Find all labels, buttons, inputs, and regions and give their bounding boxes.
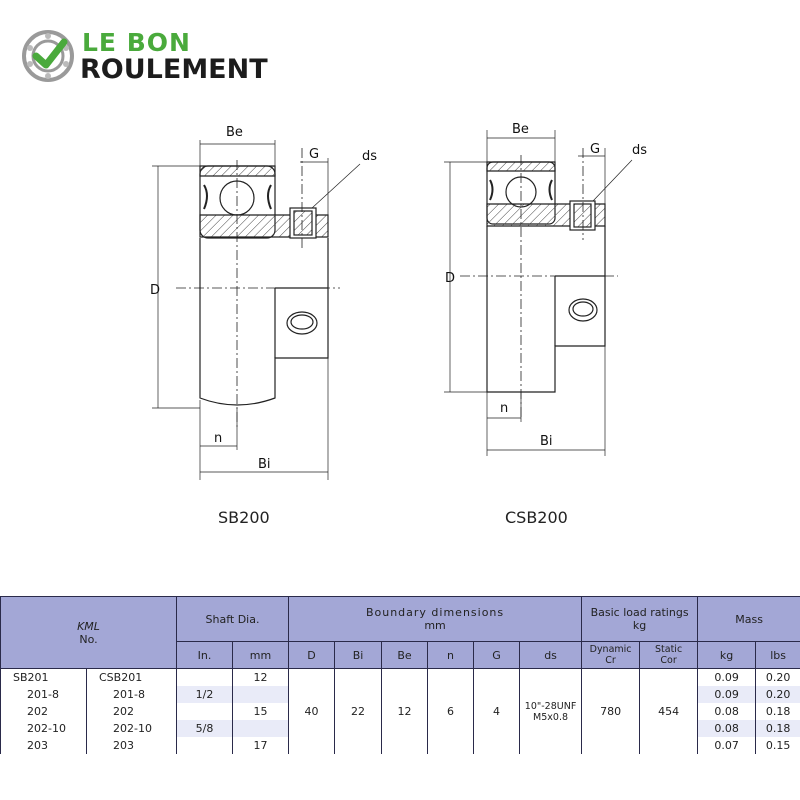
load-label: Basic load ratings	[590, 606, 689, 619]
load-header: Basic load ratings kg	[581, 596, 699, 642]
sb-cell: 203	[0, 737, 87, 754]
ds-metric: M5x0.8	[533, 711, 569, 723]
no-label: No.	[79, 632, 98, 646]
table-row: 202 202 15 0.08 0.18	[0, 703, 800, 720]
technical-drawings: Be G ds D n Bi Be G ds	[150, 122, 647, 480]
bi-cell: 22	[334, 668, 383, 754]
d-cell: 40	[288, 668, 336, 754]
bearing-check-icon	[22, 30, 74, 82]
D-header: D	[288, 641, 336, 669]
n-cell: 6	[427, 668, 475, 754]
sb-cell: SB201	[0, 668, 87, 686]
in-cell	[176, 737, 233, 754]
Bi-header: Bi	[334, 641, 383, 669]
sb200-be-label: Be	[226, 125, 243, 140]
static-header: Static Cor	[639, 641, 699, 669]
csb-cell: 201-8	[86, 686, 177, 703]
sb-cell: 202-10	[0, 720, 87, 737]
cr-label: Cr	[605, 655, 616, 666]
mm-cell	[231, 686, 290, 703]
kml-label: KML	[77, 619, 100, 633]
brand-line2: ROULEMENT	[80, 54, 268, 85]
be-cell: 12	[381, 668, 429, 754]
csb200-bi-label: Bi	[540, 434, 553, 449]
kg-cell: 0.09	[697, 686, 757, 703]
sb200-ds-label: ds	[362, 149, 377, 164]
lbs-cell: 0.20	[755, 686, 800, 703]
csb-cell: 203	[86, 737, 177, 754]
ds-header: ds	[519, 641, 583, 669]
boundary-label: Boundary dimensions	[365, 606, 505, 619]
csb200-ds-label: ds	[632, 143, 647, 158]
g-cell: 4	[473, 668, 521, 754]
lbs-cell: 0.20	[755, 668, 800, 686]
lbs-cell: 0.15	[755, 737, 800, 754]
sb-cell: 202	[0, 703, 87, 720]
csb200-be-label: Be	[512, 122, 529, 137]
in-header: In.	[176, 641, 233, 669]
G-header: G	[473, 641, 521, 669]
table-row: 201-8 201-8 1/2 0.09 0.20	[0, 686, 800, 703]
mass-header: Mass	[697, 596, 800, 642]
in-cell: 1/2	[176, 686, 233, 703]
mm-cell: 15	[231, 703, 290, 720]
kg-header: kg	[697, 641, 757, 669]
boundary-header: Boundary dimensions mm	[288, 596, 583, 642]
csb-cell: CSB201	[86, 668, 177, 686]
static-label: Static	[655, 644, 683, 655]
ds-imperial: 10"-28UNF	[524, 700, 577, 712]
cor-label: Cor	[660, 655, 677, 666]
csb-cell: 202	[86, 703, 177, 720]
kml-no-header: KML No.	[0, 596, 177, 669]
boundary-unit: mm	[424, 619, 446, 632]
kg-cell: 0.07	[697, 737, 757, 754]
kg-cell: 0.08	[697, 720, 757, 737]
csb200-g-label: G	[590, 142, 600, 157]
sb200-bi-label: Bi	[258, 457, 271, 472]
dynamic-label: Dynamic	[589, 644, 632, 655]
sb200-d-label: D	[150, 283, 160, 298]
csb200-drawing	[444, 130, 633, 456]
sb200-g-label: G	[309, 147, 319, 162]
lbs-header: lbs	[755, 641, 800, 669]
mm-cell: 12	[231, 668, 290, 686]
brand-logo: LE BON ROULEMENT	[22, 26, 302, 86]
ds-cell: 10"-28UNF M5x0.8	[519, 668, 583, 754]
in-cell	[176, 668, 233, 686]
mm-header: mm	[231, 641, 290, 669]
table-row: 203 203 17 0.07 0.15	[0, 737, 800, 754]
lbs-cell: 0.18	[755, 720, 800, 737]
sb200-n-label: n	[214, 431, 222, 446]
kg-cell: 0.08	[697, 703, 757, 720]
mm-cell	[231, 720, 290, 737]
csb200-caption: CSB200	[505, 508, 568, 527]
in-cell	[176, 703, 233, 720]
sb-cell: 201-8	[0, 686, 87, 703]
cor-cell: 454	[639, 668, 699, 754]
sb200-drawing	[152, 140, 361, 480]
mm-cell: 17	[231, 737, 290, 754]
csb200-n-label: n	[500, 401, 508, 416]
csb200-d-label: D	[445, 271, 455, 286]
sb200-caption: SB200	[218, 508, 270, 527]
table-row: 202-10 202-10 5/8 0.08 0.18	[0, 720, 800, 737]
in-cell: 5/8	[176, 720, 233, 737]
Be-header: Be	[381, 641, 429, 669]
dynamic-header: Dynamic Cr	[581, 641, 641, 669]
cr-cell: 780	[581, 668, 641, 754]
brand-line1: LE BON	[82, 28, 191, 57]
lbs-cell: 0.18	[755, 703, 800, 720]
csb-cell: 202-10	[86, 720, 177, 737]
specification-table: KML No. Shaft Dia. Boundary dimensions m…	[0, 596, 800, 754]
kg-cell: 0.09	[697, 668, 757, 686]
shaft-header: Shaft Dia.	[175, 596, 290, 642]
load-unit: kg	[632, 619, 647, 632]
table-row: SB201 CSB201 12 40 22 12 6 4 10"-28UNF M…	[0, 668, 800, 754]
n-header: n	[427, 641, 475, 669]
